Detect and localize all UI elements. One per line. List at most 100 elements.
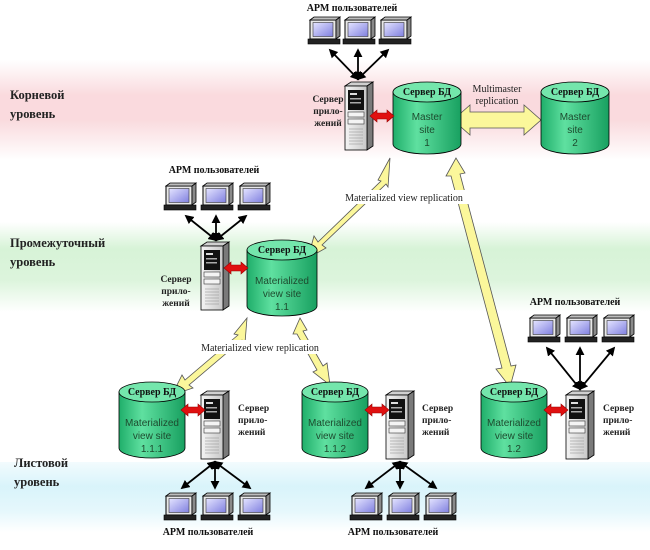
computer-icon — [527, 314, 561, 343]
db-name-line2: view site — [263, 289, 302, 300]
workstations-label: АРМ пользователей — [169, 165, 260, 176]
intermediate-level-line2: уровень — [10, 255, 56, 269]
computer-icon — [423, 492, 457, 521]
intermediate-level-line1: Промежуточный — [10, 236, 106, 250]
mv-replication-lower-label-bg — [192, 340, 328, 354]
multimaster-label-line2: replication — [476, 96, 519, 107]
db-name-line3: 1.1.1 — [141, 444, 164, 455]
app-server-label-line3: жений — [603, 427, 631, 438]
computer-icon — [564, 314, 598, 343]
computer-icon — [200, 492, 234, 521]
computer-icon — [378, 16, 412, 45]
db-name-line1: Materialized — [125, 418, 179, 429]
workstations-label: АРМ пользователей — [307, 3, 398, 14]
root-level-line2: уровень — [10, 107, 56, 121]
app-server-label-line2: прило- — [313, 107, 342, 117]
mv-replication-arrow-master1-to-mv11 — [307, 157, 391, 259]
workstations-root: АРМ пользователей — [307, 3, 412, 81]
db-name-line1: Materialized — [308, 418, 362, 429]
db-name-line1: Master — [560, 112, 591, 123]
db-mv-site-1-2: Сервер БД Materialized view site 1.2 — [480, 381, 548, 459]
db-name-line1: Materialized — [487, 418, 541, 429]
mv-replication-upper-label: Materialized view replication — [345, 193, 463, 204]
db-name-line2: view site — [316, 431, 355, 442]
app-server-label-leaf-12: Сервер прило- жений — [603, 404, 634, 438]
db-name-line3: 1.2 — [507, 444, 521, 455]
computer-icon — [307, 16, 341, 45]
link-arrow-icon — [369, 109, 395, 123]
app-server-label-intermediate: Сервер прило- жений — [160, 275, 191, 309]
app-server-icon-leaf-12 — [565, 390, 595, 460]
app-server-label-line2: прило- — [161, 287, 190, 297]
computer-icon — [163, 182, 197, 211]
db-server-label: Сервер БД — [490, 387, 538, 398]
workstations-intermediate: АРМ пользователей — [163, 165, 271, 242]
computer-icon — [200, 182, 234, 211]
app-server-label-line3: жений — [422, 427, 450, 438]
link-arrow-icon — [364, 403, 390, 417]
mv-replication-upper-label-bg — [336, 190, 472, 204]
app-server-label-line1: Сервер — [603, 404, 634, 414]
app-server-label-leaf-111: Сервер прило- жений — [238, 404, 269, 438]
workstations-leaf-112: АРМ пользователей — [348, 460, 457, 538]
db-master-site-2: Сервер БД Master site 2 — [540, 81, 610, 155]
workstations-leaf-111: АРМ пользователей — [163, 460, 271, 538]
db-mv-site-1-1: Сервер БД Materialized view site 1.1 — [246, 239, 318, 317]
app-server-label-line1: Сервер — [160, 275, 191, 285]
computer-icon — [386, 492, 420, 521]
app-server-label-line2: прило- — [603, 416, 632, 426]
db-name-line3: 1.1.2 — [324, 444, 347, 455]
db-name-line3: 1.1 — [275, 302, 289, 313]
multimaster-replication-arrow — [452, 104, 542, 136]
db-name-line1: Materialized — [255, 276, 309, 287]
db-mv-site-1-1-2: Сервер БД Materialized view site 1.1.2 — [301, 381, 369, 459]
db-master-site-1: Сервер БД Master site 1 — [392, 81, 462, 155]
db-server-label: Сервер БД — [311, 387, 359, 398]
app-server-label-line1: Сервер — [238, 404, 269, 414]
computer-icon — [163, 492, 197, 521]
root-level-line1: Корневой — [10, 88, 65, 102]
intermediate-level-label: Промежуточный уровень — [10, 234, 105, 272]
link-arrow-icon — [543, 403, 569, 417]
mv-replication-arrow-mv11-to-mv111 — [171, 316, 248, 396]
computer-icon — [342, 16, 376, 45]
db-name-line2: site — [419, 125, 435, 136]
leaf-level-band — [0, 462, 650, 532]
db-server-label: Сервер БД — [258, 245, 306, 256]
app-server-label-leaf-112: Сервер прило- жений — [422, 404, 453, 438]
computer-icon — [349, 492, 383, 521]
app-server-label-line1: Сервер — [422, 404, 453, 414]
leaf-level-line2: уровень — [14, 475, 60, 489]
workstations-label: АРМ пользователей — [530, 297, 621, 308]
app-server-label-line3: жений — [162, 298, 190, 309]
app-server-label-line3: жений — [314, 118, 342, 129]
db-name-line3: 1 — [424, 138, 430, 149]
app-server-label-line1: Сервер — [312, 95, 343, 105]
db-server-label: Сервер БД — [403, 87, 451, 98]
db-name-line2: view site — [133, 431, 172, 442]
app-server-icon-root — [344, 81, 374, 151]
mv-replication-lower-label: Materialized view replication — [201, 343, 319, 354]
app-server-icon-intermediate — [200, 241, 230, 311]
db-mv-site-1-1-1: Сервер БД Materialized view site 1.1.1 — [118, 381, 186, 459]
db-name-line3: 2 — [572, 138, 578, 149]
app-server-label-line2: прило- — [238, 416, 267, 426]
leaf-level-line1: Листовой — [14, 456, 69, 470]
app-server-icon-leaf-111 — [200, 390, 230, 460]
leaf-level-label: Листовой уровень — [14, 454, 68, 492]
db-server-label: Сервер БД — [128, 387, 176, 398]
app-server-label-root: Сервер прило- жений — [312, 95, 343, 129]
db-name-line2: site — [567, 125, 583, 136]
root-level-label: Корневой уровень — [10, 86, 65, 124]
workstations-label: АРМ пользователей — [163, 527, 254, 538]
app-server-icon-leaf-112 — [385, 390, 415, 460]
db-name-line1: Master — [412, 112, 443, 123]
workstations-label: АРМ пользователей — [348, 527, 439, 538]
app-server-label-line3: жений — [238, 427, 266, 438]
app-server-label-line2: прило- — [422, 416, 451, 426]
db-name-line2: view site — [495, 431, 534, 442]
computer-icon — [237, 182, 271, 211]
db-server-label: Сервер БД — [551, 87, 599, 98]
computer-icon — [601, 314, 635, 343]
